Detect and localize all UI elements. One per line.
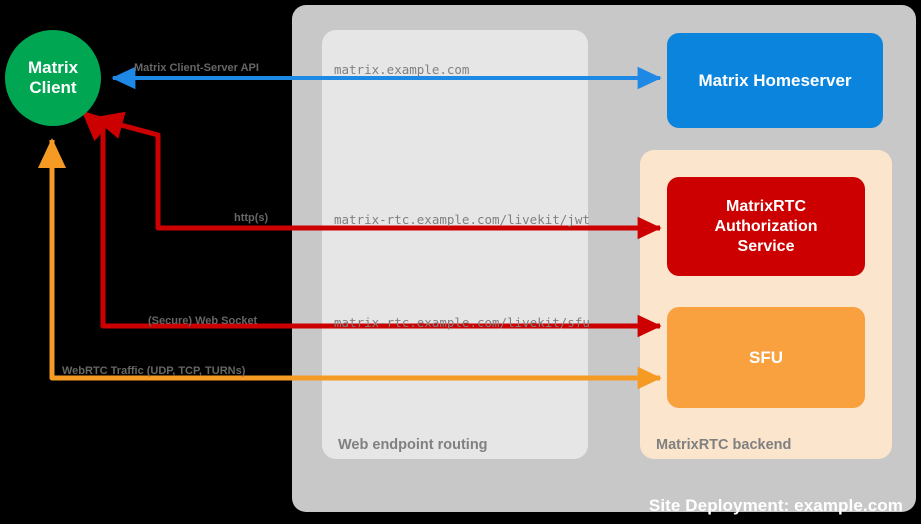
url-label-livekit-jwt: matrix-rtc.example.com/livekit/jwt — [334, 212, 590, 227]
matrixrtc-backend-label: MatrixRTC backend — [656, 437, 792, 453]
node-matrix-client[interactable]: Matrix Client — [5, 30, 101, 126]
node-auth-line2: Authorization — [714, 217, 818, 235]
node-matrix-homeserver[interactable]: Matrix Homeserver — [667, 33, 883, 128]
edge-label-matrix-cs-api: Matrix Client-Server API — [134, 62, 259, 74]
url-label-livekit-sfu: matrix-rtc.example.com/livekit/sfu — [334, 315, 590, 330]
node-matrix-client-line1: Matrix — [27, 57, 79, 77]
node-matrix-homeserver-label: Matrix Homeserver — [698, 70, 852, 90]
node-matrix-client-line2: Client — [29, 78, 77, 97]
node-matrixrtc-authorization-service[interactable]: MatrixRTC Authorization Service — [667, 177, 865, 276]
web-endpoint-routing-container — [322, 30, 588, 459]
node-auth-line3: Service — [737, 237, 795, 255]
edge-label-webrtc-traffic: WebRTC Traffic (UDP, TCP, TURNs) — [62, 365, 246, 377]
url-label-matrix-example-com: matrix.example.com — [334, 62, 470, 77]
node-sfu-label: SFU — [749, 347, 783, 367]
site-deployment-label: Site Deployment: example.com — [648, 496, 903, 515]
node-sfu[interactable]: SFU — [667, 307, 865, 408]
edge-label-secure-web-socket: (Secure) Web Socket — [148, 315, 258, 327]
web-endpoint-routing-label: Web endpoint routing — [338, 437, 488, 453]
node-auth-line1: MatrixRTC — [725, 197, 806, 215]
edge-label-http-s: http(s) — [234, 212, 269, 224]
